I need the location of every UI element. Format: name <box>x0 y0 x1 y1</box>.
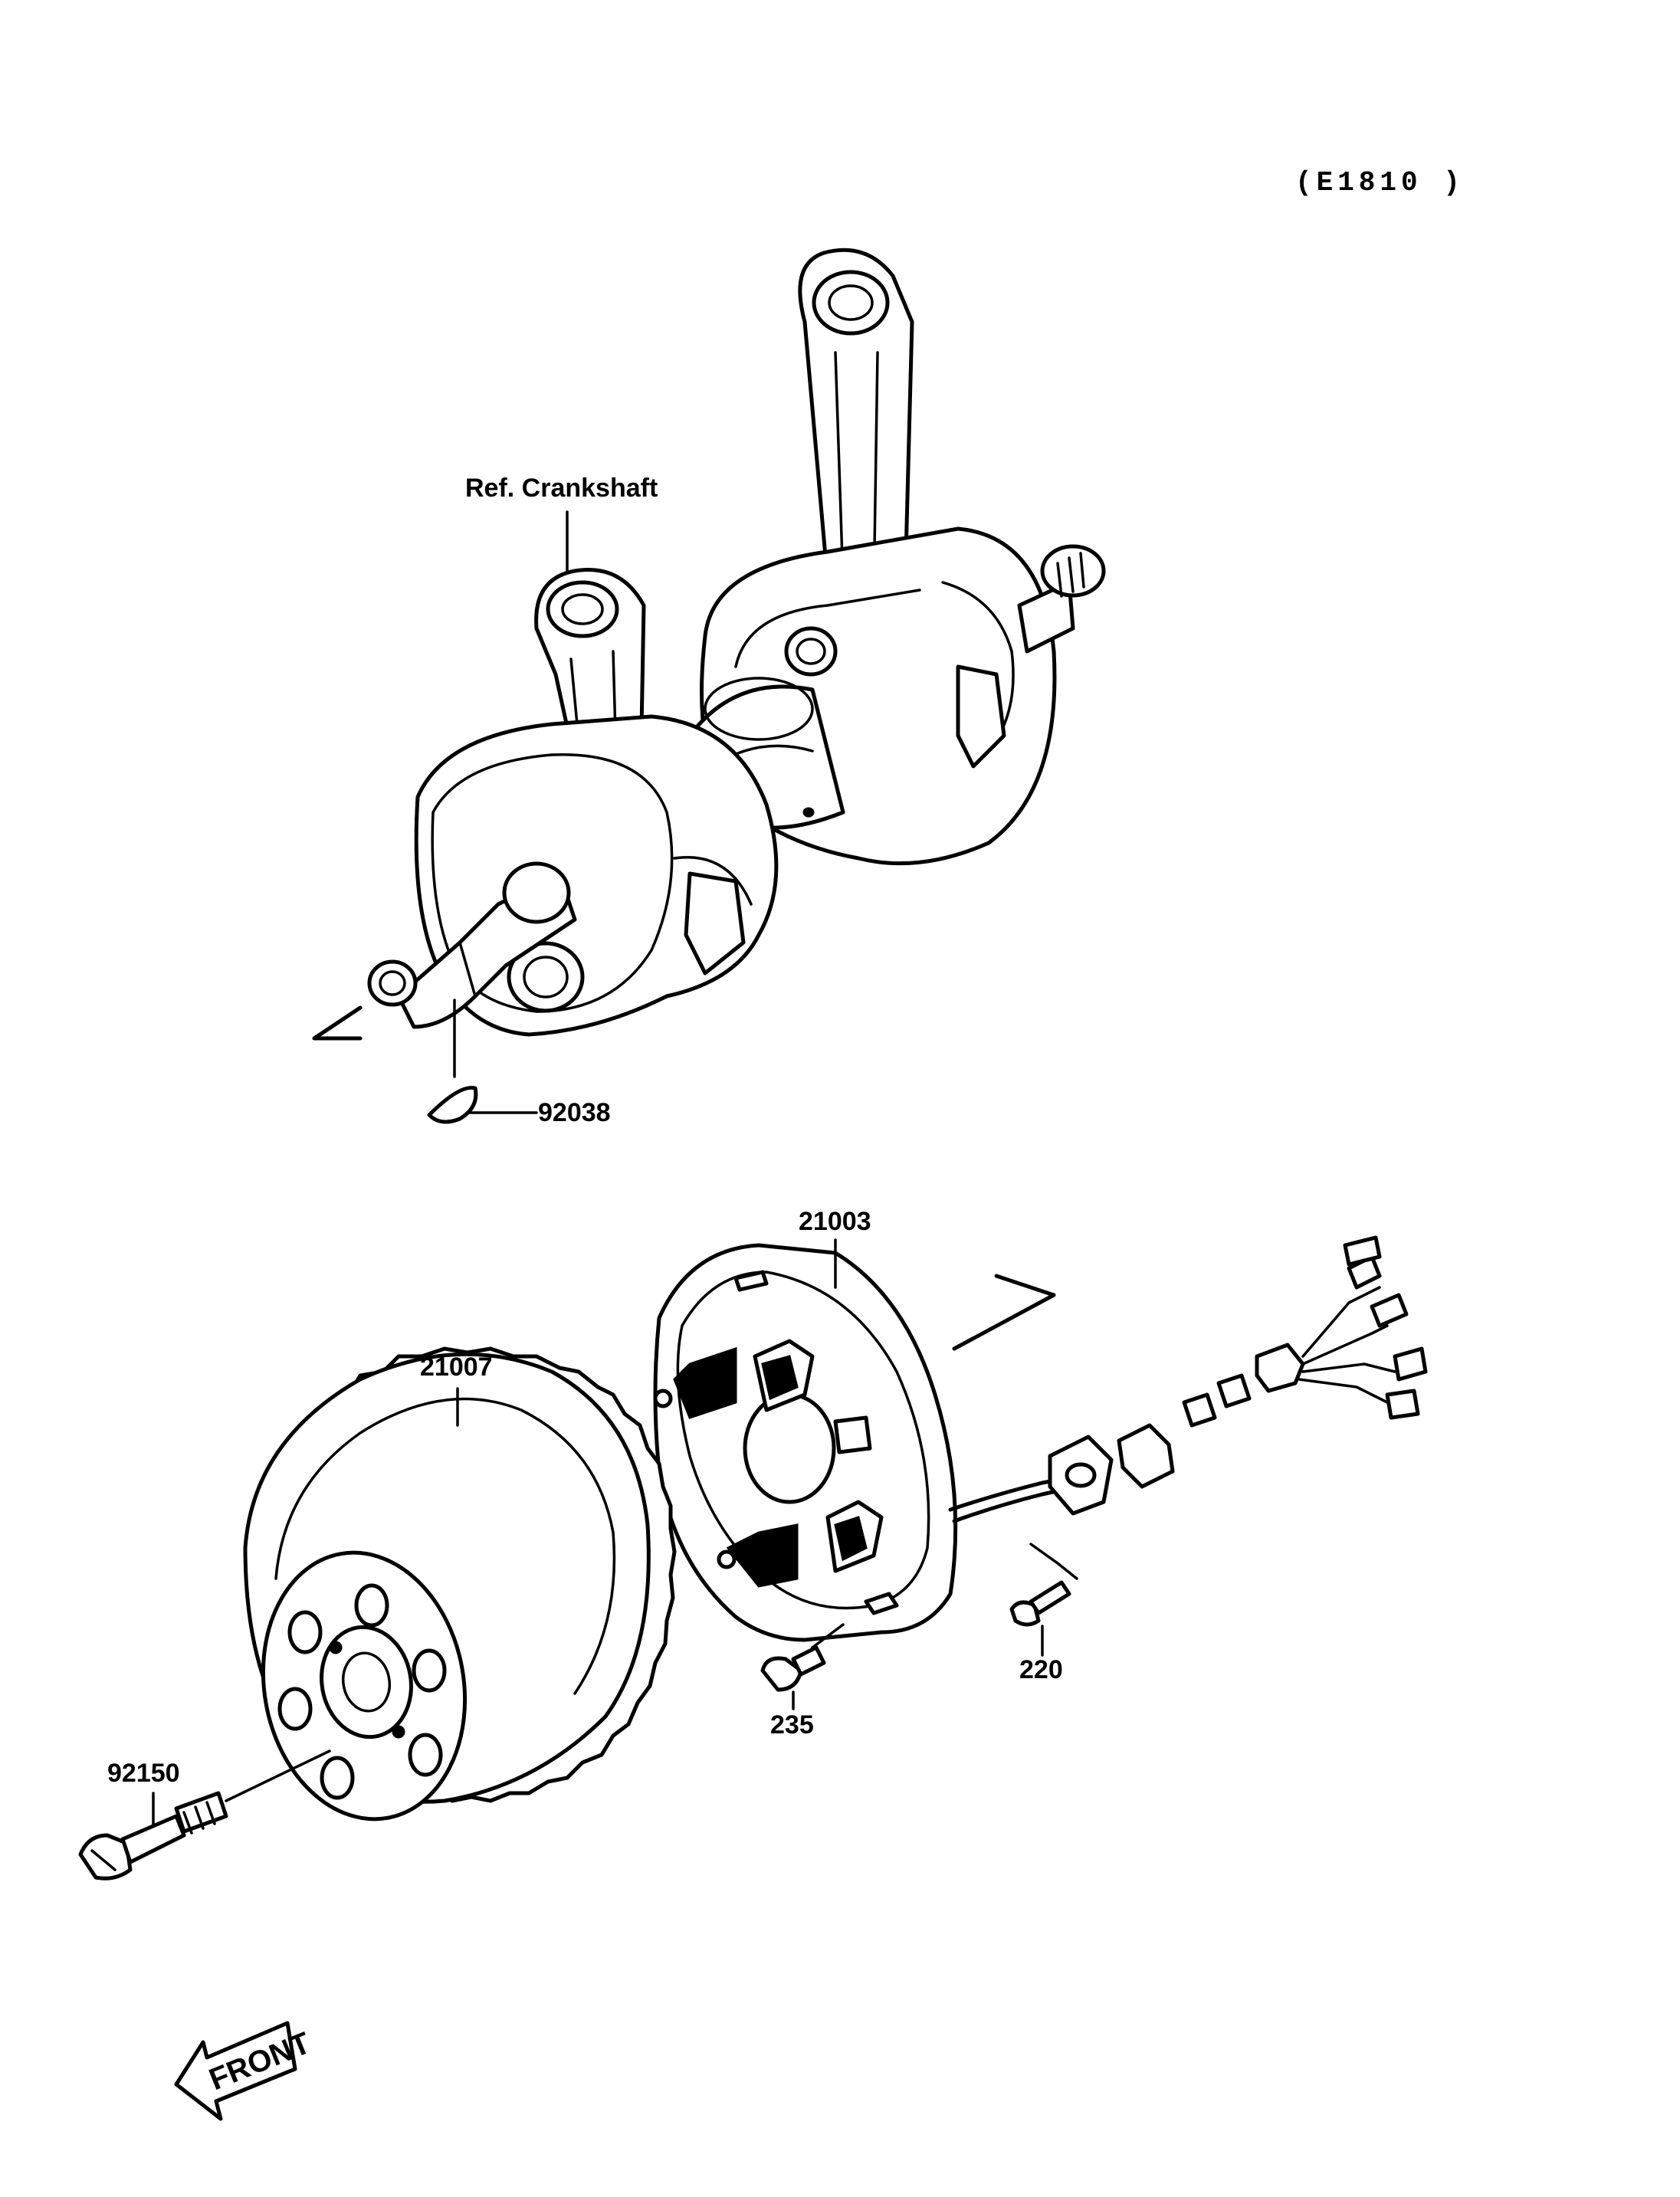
clamp-screw <box>1009 1543 1078 1627</box>
right-connecting-rod <box>798 248 914 615</box>
right-shaft-end <box>1017 544 1106 654</box>
harness-direction-mark <box>952 1274 1056 1351</box>
front-arrow: FRONT <box>174 2021 315 2121</box>
ref-crankshaft-label: Ref. Crankshaft <box>465 474 658 503</box>
stator-part-number: 21003 <box>799 1207 871 1236</box>
crankshaft <box>312 248 1106 1041</box>
wiring-harness <box>948 1235 1428 1523</box>
flywheel <box>243 1346 677 1822</box>
grommet <box>1117 1423 1175 1489</box>
flywheel-bolt-part-number: 92150 <box>107 1759 180 1788</box>
flywheel-part-number: 21007 <box>420 1353 493 1382</box>
harness-boot <box>1255 1343 1305 1393</box>
diagram-code: (E1810 ) <box>1295 167 1465 198</box>
shaft-direction-mark <box>312 1005 363 1041</box>
flywheel-bolt <box>78 1749 331 1881</box>
key-part-number: 92038 <box>538 1098 611 1127</box>
clamp-screw-part-number: 220 <box>1019 1655 1063 1684</box>
connector-4 <box>1385 1389 1420 1420</box>
tapered-main-shaft <box>367 861 577 1029</box>
stator-screw <box>760 1623 845 1692</box>
connector-3 <box>1393 1346 1428 1382</box>
woodruff-key <box>427 998 538 1124</box>
stator-plate <box>653 1243 958 1642</box>
stator-screw-part-number: 235 <box>770 1710 814 1740</box>
connector-2 <box>1370 1293 1409 1328</box>
